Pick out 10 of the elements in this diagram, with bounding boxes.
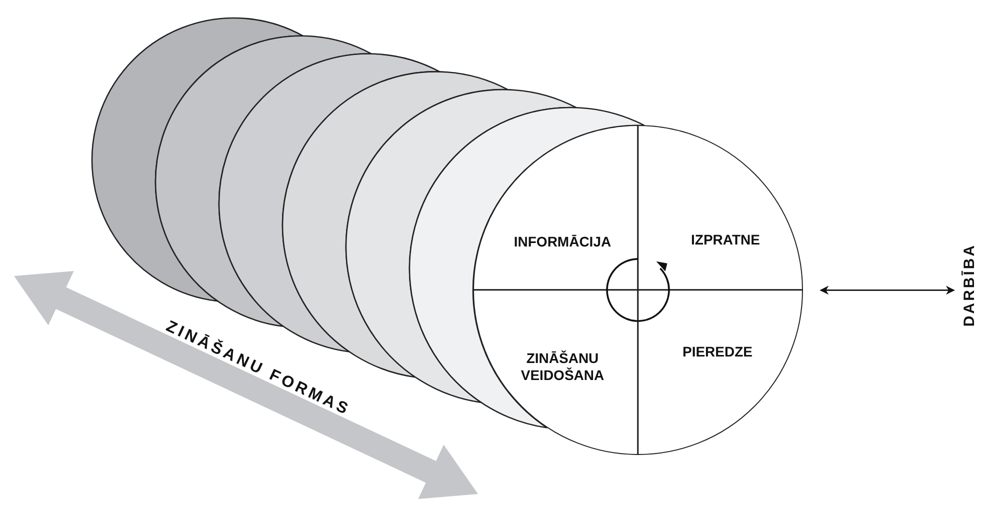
quadrant (638, 290, 802, 455)
quadrant-label: IZPRATNE (690, 232, 761, 248)
quadrant-label: ZINĀŠANU VEIDOŠANA (520, 350, 606, 384)
quadrant (472, 290, 638, 455)
action-text: DARBĪBA (961, 243, 979, 327)
quadrant-label: INFORMĀCIJA (512, 234, 612, 250)
quadrant (472, 125, 638, 290)
quadrant-label: PIEREDZE (681, 344, 754, 360)
double-arrow (820, 286, 955, 295)
quadrant (638, 125, 802, 290)
